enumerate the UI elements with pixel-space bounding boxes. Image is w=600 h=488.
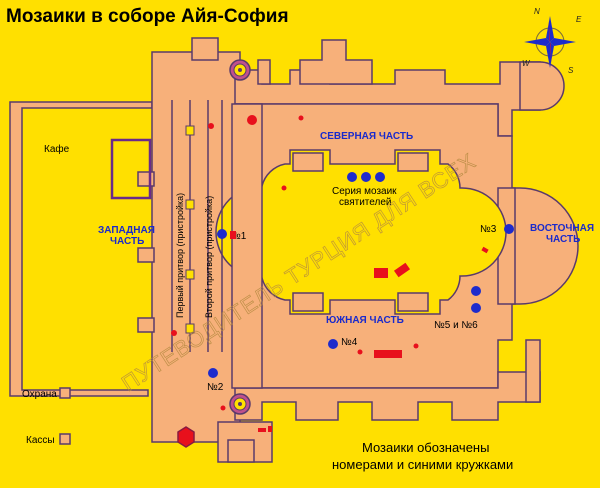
pier-ne: [397, 152, 429, 172]
cafe-box: [110, 138, 152, 200]
east-area-label-2: ЧАСТЬ: [546, 234, 580, 245]
narthex-opening-3: [185, 269, 195, 280]
narthex1-label: Первый притвор (пристройка): [175, 193, 185, 318]
compass-n: N: [534, 7, 540, 16]
north-area-label: СЕВЕРНАЯ ЧАСТЬ: [320, 131, 413, 142]
compass-e: E: [576, 15, 582, 24]
east-area-label-1: ВОСТОЧНАЯ: [530, 223, 594, 234]
west-buttress-2: [137, 247, 155, 263]
saints-label-1: Серия мозаик: [332, 186, 397, 197]
north-buttress-small: [257, 59, 271, 85]
west-connector: [231, 103, 263, 389]
mosaic-3-label: №3: [480, 224, 497, 235]
saints-label-2: святителей: [339, 197, 391, 208]
mosaic-marker[interactable]: [471, 286, 481, 296]
compass-w: W: [522, 59, 531, 68]
compass-rose-icon: N E W S: [522, 7, 582, 75]
mosaic-marker[interactable]: [375, 172, 385, 182]
cafe-label: Кафе: [44, 143, 70, 155]
mosaic-1-label: №1: [230, 231, 247, 242]
mosaic-marker[interactable]: [328, 339, 338, 349]
se-pier: [525, 339, 541, 403]
narthex-opening-2: [185, 199, 195, 210]
mosaic-4-label: №4: [341, 337, 358, 348]
legend-line-2: номерами и синими кружками: [332, 457, 513, 472]
mosaic-markers: [208, 172, 514, 378]
fountain-icon: [177, 426, 195, 448]
narthex-opening-4: [185, 323, 195, 334]
compass-s: S: [568, 66, 574, 75]
south-annex-inner: [227, 439, 255, 463]
tickets-label: Кассы: [26, 435, 55, 446]
narthex2-label: Второй притвор (пристройка): [204, 196, 214, 318]
mosaic-marker[interactable]: [208, 368, 218, 378]
mosaic-2-label: №2: [207, 382, 224, 393]
narthex-tower-top: [191, 37, 219, 61]
central-hall: [215, 149, 507, 315]
spiral-ramp-south: [229, 393, 251, 415]
west-area-label-1: ЗАПАДНАЯ: [98, 225, 155, 236]
building: [9, 37, 579, 463]
legend-line-1: Мозаики обозначены: [362, 440, 489, 455]
pier-sw: [292, 292, 324, 312]
pier-se: [397, 292, 429, 312]
mosaic-56-label: №5 и №6: [434, 320, 478, 331]
spiral-ramp-north: [229, 59, 251, 81]
north-buttress: [299, 39, 373, 85]
tickets-building: [59, 433, 71, 445]
west-buttress-1: [137, 171, 155, 187]
guard-building: [59, 387, 71, 399]
west-area-label-2: ЧАСТЬ: [110, 236, 144, 247]
mosaic-marker[interactable]: [347, 172, 357, 182]
pier-nw: [292, 152, 324, 172]
mosaic-marker[interactable]: [504, 224, 514, 234]
ne-tower: [519, 61, 565, 111]
red-markers: [171, 115, 489, 432]
narthex-opening-1: [185, 125, 195, 136]
mosaic-marker[interactable]: [471, 303, 481, 313]
mosaic-marker[interactable]: [217, 229, 227, 239]
west-buttress-3: [137, 317, 155, 333]
map-title: Мозаики в соборе Айя-София: [6, 6, 289, 27]
mosaic-marker[interactable]: [361, 172, 371, 182]
guard-label: Охрана: [22, 389, 57, 400]
outer-west-wall: [9, 101, 153, 397]
south-area-label: ЮЖНАЯ ЧАСТЬ: [326, 315, 404, 326]
